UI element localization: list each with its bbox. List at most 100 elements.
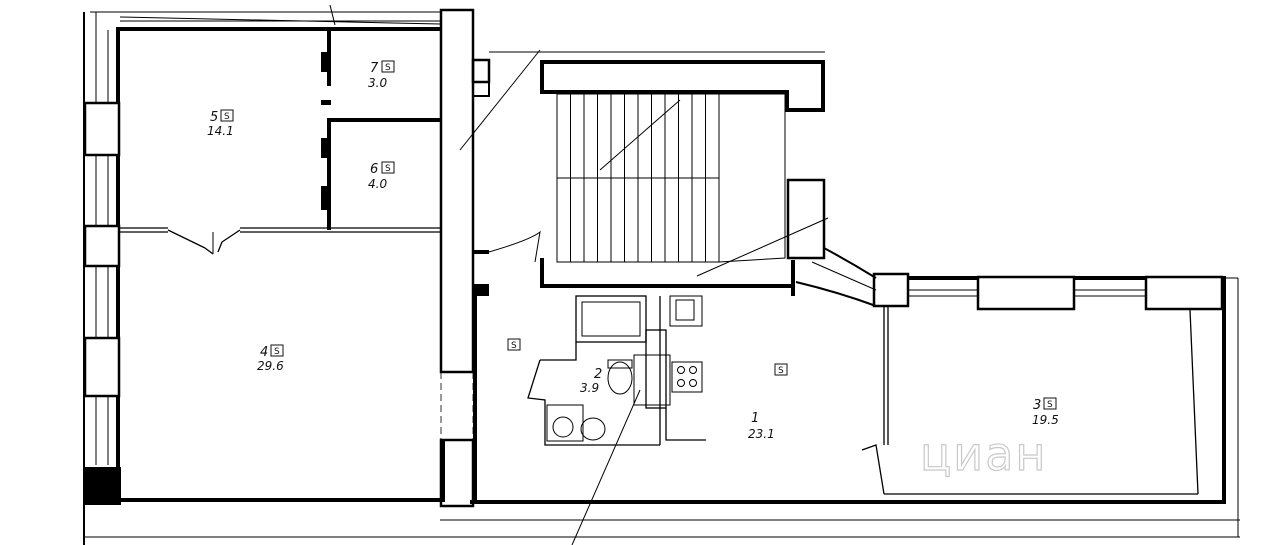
stove	[671, 361, 703, 393]
door-jamb-5a	[321, 100, 331, 105]
stair-right-ledge	[785, 108, 825, 112]
area-symbol-icon	[774, 363, 788, 376]
area-symbol-icon	[381, 60, 395, 73]
stair-right-outer	[821, 60, 825, 112]
door-leaf-left	[167, 229, 214, 255]
ventilation-shaft	[645, 329, 667, 409]
partition-7-6	[327, 118, 441, 122]
curved-wall-inner	[795, 281, 877, 307]
room-5-label: 5 14.1 S	[207, 109, 234, 138]
window-right-2	[976, 275, 1076, 311]
room-area: 3.9	[580, 381, 599, 395]
room-4-label: 4 29.6 S	[257, 344, 284, 373]
area-symbol-glyph: S	[385, 63, 391, 73]
shower-cabinet	[575, 295, 647, 343]
room-area: 19.5	[1032, 413, 1059, 427]
kitchen-sink	[675, 299, 695, 321]
central-pillar-bottom	[439, 438, 475, 508]
stair-left-top	[540, 60, 544, 94]
room-2-label: 2 3.9	[580, 367, 602, 395]
partition-5-7-top	[327, 30, 331, 86]
stair-left-bottom	[540, 258, 544, 288]
corner-bottom-left	[83, 467, 121, 505]
hall-door-jamb	[473, 250, 489, 254]
stair-wall-a	[473, 60, 490, 97]
bottom-wall-right	[470, 500, 1226, 504]
stair-inner-right-top	[785, 90, 789, 110]
walls	[83, 8, 1240, 545]
toilet	[607, 361, 633, 395]
fixtures	[527, 295, 706, 446]
area-symbol-icon	[1043, 397, 1057, 410]
room-number: 1	[751, 411, 759, 426]
stair-treads	[570, 94, 706, 262]
window-left-3	[83, 336, 121, 398]
staircase	[329, 4, 829, 545]
door-jamb-6b	[321, 186, 327, 210]
stair-bottom-wall	[540, 284, 795, 288]
room-number: 2	[594, 367, 602, 382]
kitchen-wall	[665, 408, 706, 441]
toilet-tank	[607, 359, 633, 369]
kitchen-sink-cabinet	[669, 295, 703, 327]
leader-line-top	[459, 49, 541, 151]
stove-burner-4	[689, 379, 697, 387]
room-area: 3.0	[368, 76, 387, 90]
wall-segment-441	[441, 440, 445, 502]
bath-walls	[527, 342, 660, 446]
window-right-3	[1144, 275, 1224, 311]
washing-machine	[546, 404, 584, 442]
room-3-right	[1189, 309, 1199, 495]
leader-line-bath	[571, 389, 641, 545]
room-area: 23.1	[748, 427, 775, 441]
room-1-label: 1 23.1	[748, 411, 775, 441]
area-symbol-glyph: S	[778, 366, 784, 376]
leader-line-stair	[696, 217, 829, 277]
room-7-label: 7 3.0 S	[368, 60, 395, 90]
stove-burner-2	[689, 366, 697, 374]
watermark: циан	[920, 427, 1047, 481]
area-symbol-icon	[381, 161, 395, 174]
outer-right-wall	[1222, 278, 1226, 504]
area-symbol-glyph: S	[1047, 400, 1053, 410]
door-jamb-6	[321, 138, 327, 158]
stove-burner-1	[677, 366, 685, 374]
door-jamb-7	[321, 52, 327, 72]
central-pillar-wall	[439, 8, 475, 374]
area-symbol-glyph: S	[274, 347, 280, 357]
shower-tray	[581, 301, 641, 337]
stair-wall-nub	[471, 58, 491, 84]
hall-left-wall	[473, 296, 477, 502]
hall-wall-block	[473, 284, 489, 296]
leader-line-room5	[329, 4, 336, 26]
room-number: 5	[210, 110, 218, 125]
stair-bottom-right	[791, 260, 795, 296]
stair-right-pillar	[786, 178, 826, 260]
stair-top-wall	[540, 60, 825, 64]
area-symbol-icon	[220, 109, 234, 122]
room-number: 6	[370, 162, 378, 177]
stair-landing-winder	[718, 93, 786, 263]
washing-machine-drum	[552, 416, 574, 438]
room-labels: 5 14.1 S 7 3.0 S 6 4.0 S 4 29.6 S 2 3.9 …	[207, 60, 1059, 441]
stair-inner-top	[540, 90, 788, 94]
area-symbol-glyph: S	[511, 341, 517, 351]
room-number: 3	[1033, 398, 1041, 413]
window-right-1	[872, 272, 910, 308]
bottom-wall-room-4	[116, 498, 442, 502]
partition-5-6	[327, 122, 331, 230]
stove-burner-3	[677, 379, 685, 387]
room-6-label: 6 4.0 S	[368, 161, 395, 191]
area-symbol-glyph: S	[224, 112, 230, 122]
window-left-1	[83, 101, 121, 157]
room-area: 14.1	[207, 124, 234, 138]
hall-door-swing	[488, 230, 541, 263]
bath-sink	[580, 417, 606, 441]
curved-wall-outer	[823, 247, 877, 279]
room-area: 29.6	[257, 359, 284, 373]
area-symbol-icon	[270, 344, 284, 357]
room-area: 4.0	[368, 177, 387, 191]
area-symbol-glyph: S	[385, 164, 391, 174]
window-left-2	[83, 224, 121, 268]
